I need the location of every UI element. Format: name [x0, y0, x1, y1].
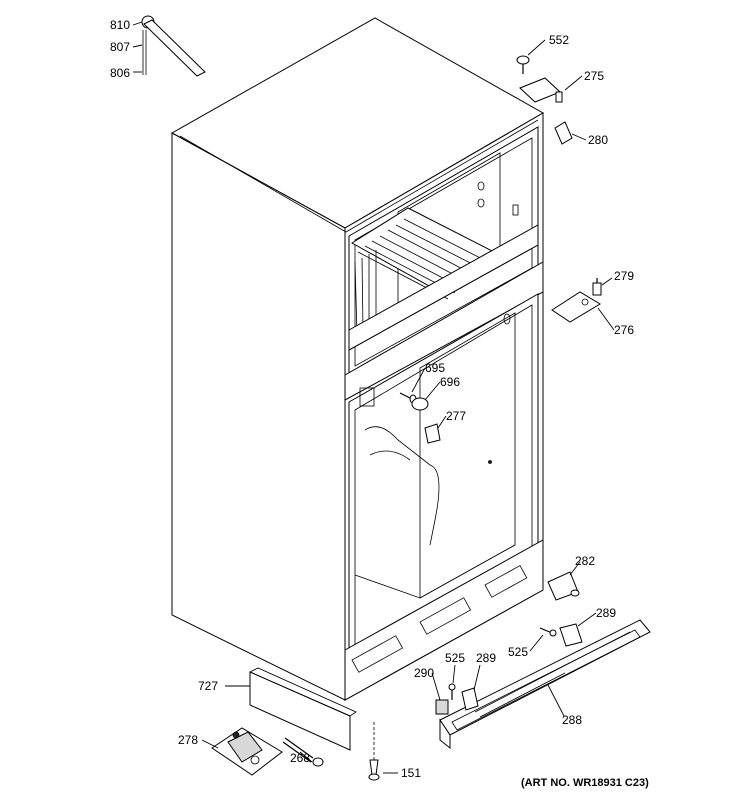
screw-552: [516, 55, 530, 74]
screw-525-right: [539, 627, 557, 637]
center-hinge-276: [551, 291, 601, 323]
hinge-pin-280: [554, 121, 573, 145]
leveling-screw-268: [282, 737, 324, 767]
callout-289-right: 289: [596, 606, 616, 620]
callout-807: 807: [110, 40, 130, 54]
callout-290: 290: [414, 666, 434, 680]
callout-276: 276: [614, 323, 634, 337]
leader-lines: [132, 21, 615, 774]
callout-525-left: 525: [445, 651, 465, 665]
bottom-hinge-282: [547, 571, 580, 601]
callout-280: 280: [588, 133, 608, 147]
leveling-assembly-278: [211, 727, 283, 776]
spacer-290: [435, 699, 449, 715]
callout-151: 151: [401, 766, 421, 780]
screw-525-left: [448, 683, 456, 700]
callout-696: 696: [440, 375, 460, 389]
screw-151: [368, 722, 380, 781]
callout-525-right: 525: [508, 645, 528, 659]
callout-labels: 810 807 806 552 275 280 279 276 695 696 …: [110, 18, 649, 789]
tube-assembly-810: [141, 15, 206, 77]
callout-695: 695: [425, 361, 445, 375]
button-696: [411, 397, 429, 411]
callout-806: 806: [110, 66, 130, 80]
callout-289-left: 289: [476, 651, 496, 665]
callout-268: 268: [290, 751, 310, 765]
hinge-pin-279: [592, 278, 602, 296]
top-hinge-275: [519, 77, 563, 103]
callout-278: 278: [178, 733, 198, 747]
callout-275: 275: [584, 69, 604, 83]
bracket-289-right: [559, 623, 583, 647]
art-number: (ART NO. WR18931 C23): [521, 777, 649, 789]
callout-282: 282: [575, 554, 595, 568]
callout-552: 552: [549, 33, 569, 47]
refrigerator-cabinet: [170, 17, 545, 701]
callout-279: 279: [614, 269, 634, 283]
callout-810: 810: [110, 18, 130, 32]
clip-277: [424, 423, 441, 444]
callout-288: 288: [562, 713, 582, 727]
base-plate-727: [249, 667, 357, 751]
callout-277: 277: [446, 409, 466, 423]
callout-727: 727: [198, 679, 218, 693]
bracket-289-left: [461, 687, 479, 711]
grille-288: [439, 619, 651, 750]
